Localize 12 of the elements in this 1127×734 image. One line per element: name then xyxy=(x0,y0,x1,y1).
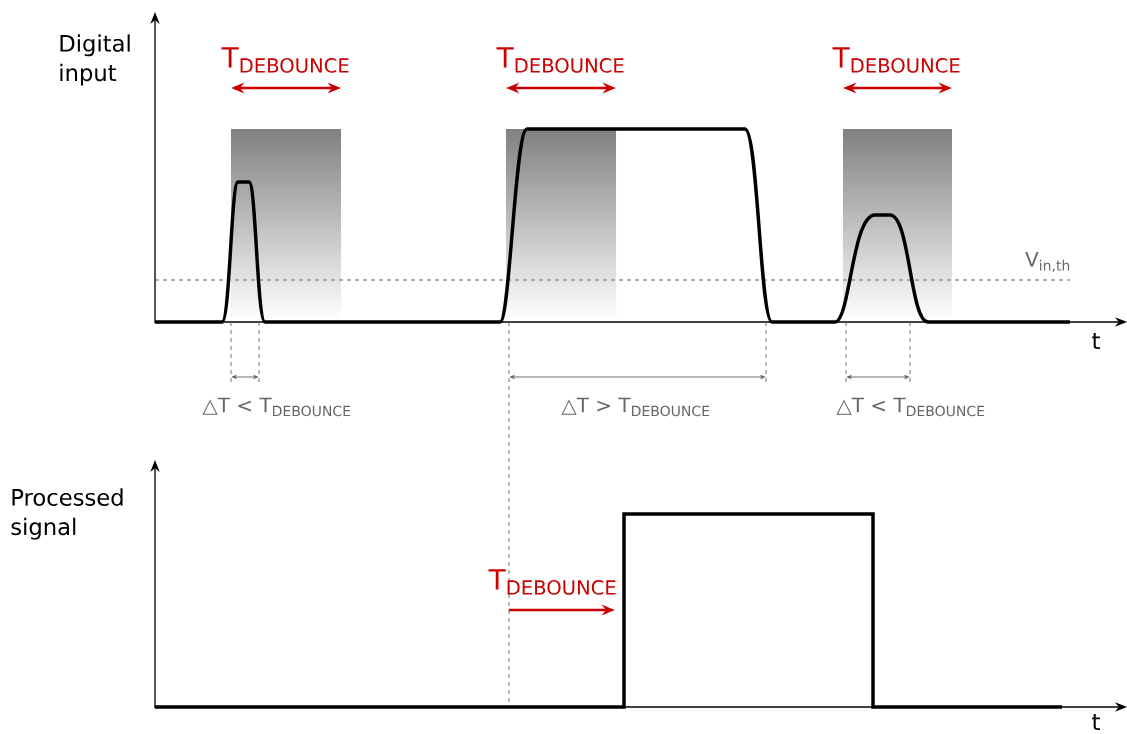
threshold-label: V$_{in,th}$ xyxy=(1025,251,1070,273)
axis-label: t xyxy=(1092,333,1100,349)
interval-label: △T < T$_{DEBOUNCE}$ xyxy=(836,397,985,417)
interval-label: △T < T$_{DEBOUNCE}$ xyxy=(202,397,351,417)
duration-label: T$_{DEBOUNCE}$ xyxy=(832,47,960,73)
axis-label: t xyxy=(1092,714,1100,730)
axis-label: Digital input xyxy=(60,34,130,86)
duration-label: T$_{DEBOUNCE}$ xyxy=(488,569,616,595)
axis-label: Processed signal xyxy=(11,488,123,540)
duration-label: T$_{DEBOUNCE}$ xyxy=(221,47,349,73)
interval-label: △T > T$_{DEBOUNCE}$ xyxy=(561,397,710,417)
duration-label: T$_{DEBOUNCE}$ xyxy=(496,47,624,73)
